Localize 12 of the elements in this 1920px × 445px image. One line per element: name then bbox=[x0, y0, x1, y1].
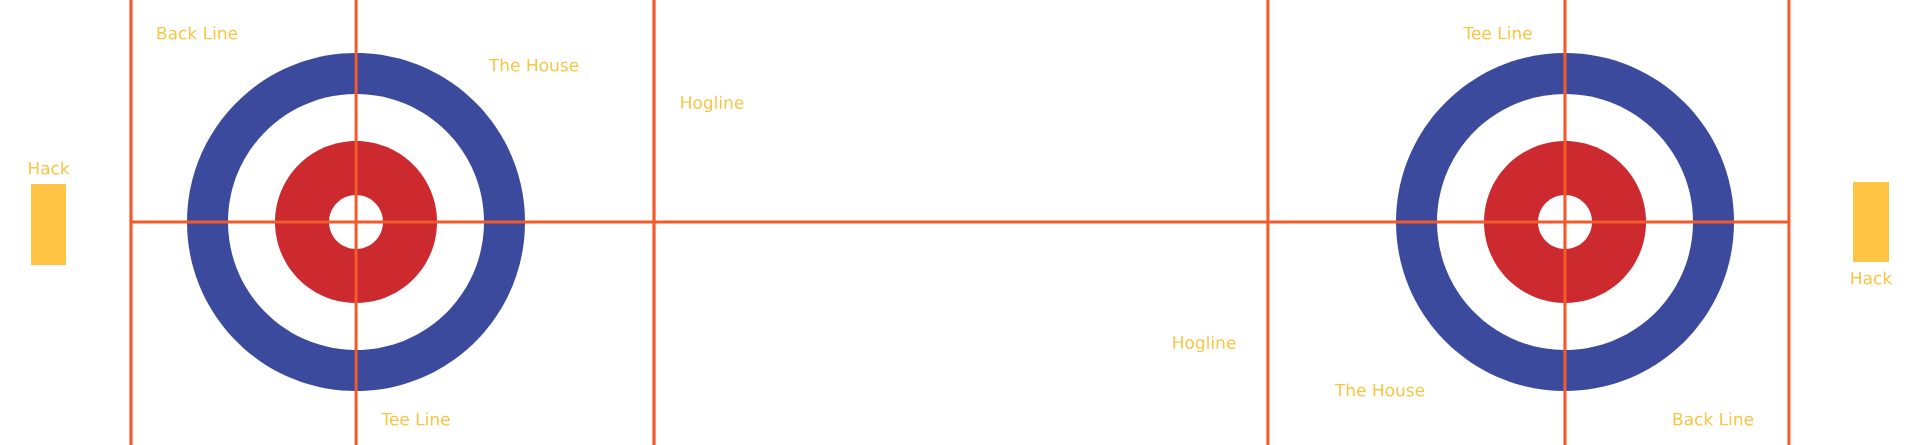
rink-label: Hogline bbox=[1173, 335, 1236, 353]
rink-label: The House bbox=[1334, 383, 1425, 397]
rink-label: Hogline bbox=[681, 95, 744, 113]
hack-block bbox=[1853, 182, 1889, 262]
hack-label: Hack bbox=[28, 161, 70, 175]
rink-label: Back Line bbox=[157, 26, 238, 40]
rink-label: Back Line bbox=[1673, 412, 1754, 426]
rink-label: Tee Line bbox=[381, 412, 450, 426]
rink-label: Tee Line bbox=[1463, 26, 1532, 40]
rink-label: The House bbox=[488, 58, 579, 72]
hack-label: Hack bbox=[1851, 271, 1893, 285]
hack-block bbox=[31, 184, 66, 265]
